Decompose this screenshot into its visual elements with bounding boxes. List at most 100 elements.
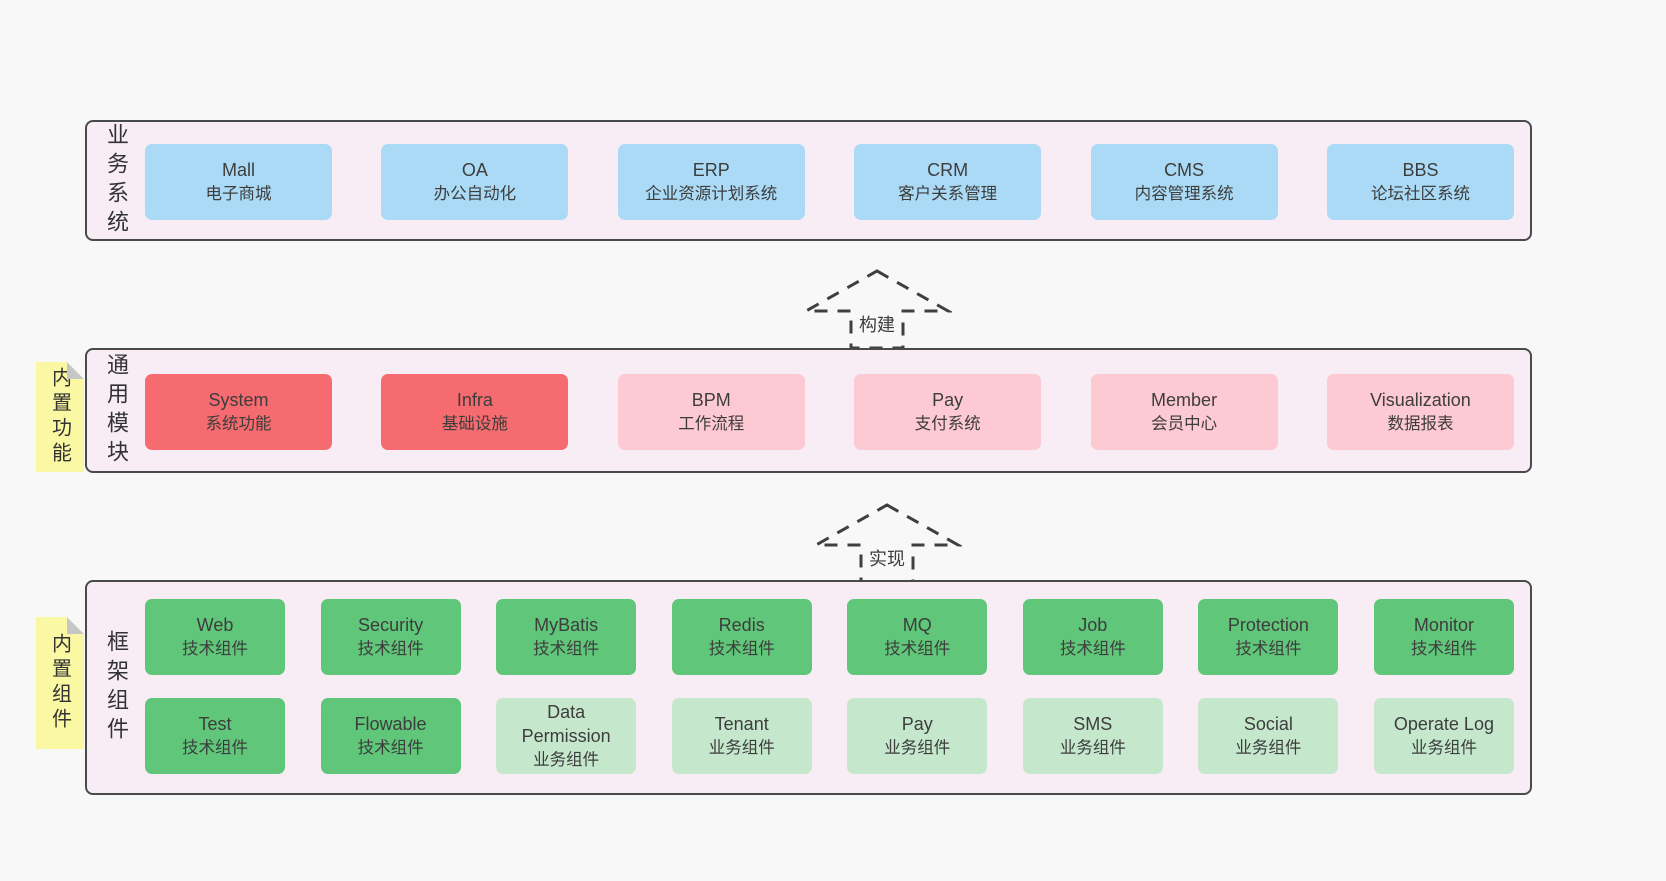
module-desc: 业务组件 [1410,739,1477,757]
module-desc: 技术组件 [182,640,248,658]
box-visualization: Visualization 数据报表 [1326,374,1514,450]
module-name: Member [1151,390,1218,410]
module-desc: 技术组件 [357,739,424,757]
module-desc: 系统功能 [205,415,272,433]
module-desc: 内容管理系统 [1134,185,1234,203]
module-desc: 业务组件 [1059,739,1126,757]
box-member: Member 会员中心 [1090,374,1278,450]
module-desc: 电子商城 [205,185,272,203]
box-pay-module: Pay 支付系统 [854,374,1042,450]
layer-framework-components: 框架组件 Web 技术组件 Security 技术组件 MyBatis 技术组件… [85,580,1532,795]
module-desc: 论坛社区系统 [1370,185,1470,203]
module-name: MQ [902,615,932,635]
box-social: Social 业务组件 [1198,698,1339,774]
box-flowable: Flowable 技术组件 [320,698,461,774]
module-name: BBS [1402,160,1439,180]
sticky-note-text: 内置组件 [48,633,71,733]
framework-components-row-2: Test 技术组件 Flowable 技术组件 Data Permission … [145,698,1514,774]
module-name: Protection [1227,615,1309,635]
dashed-up-arrow-icon [812,503,962,584]
common-modules-row: System 系统功能 Infra 基础设施 BPM 工作流程 Pay 支付系统… [145,374,1514,450]
module-desc: 业务组件 [1235,739,1302,757]
module-name: Job [1078,615,1108,635]
module-desc: 业务组件 [884,739,951,757]
module-desc: 业务组件 [708,739,775,757]
box-erp: ERP 企业资源计划系统 [617,144,805,220]
box-job: Job 技术组件 [1022,599,1163,675]
box-test: Test 技术组件 [145,698,285,774]
module-desc: 办公自动化 [433,185,517,203]
box-infra: Infra 基础设施 [381,374,569,450]
box-data-permission: Data Permission 业务组件 [496,698,637,774]
module-name: Social [1243,714,1293,734]
box-tenant: Tenant 业务组件 [671,698,812,774]
sticky-fold-corner [67,617,84,634]
module-desc: 技术组件 [1059,640,1126,658]
sticky-note-built-in-components: 内置组件 [36,617,84,749]
module-desc: 支付系统 [914,415,981,433]
sticky-fold-corner [67,362,84,379]
module-name: Web [196,615,234,635]
module-desc: 技术组件 [884,640,951,658]
module-name: ERP [692,160,730,180]
layer-label-framework-components: 框架组件 [104,629,129,746]
box-mybatis: MyBatis 技术组件 [496,599,637,675]
box-system: System 系统功能 [145,374,332,450]
layer-label-common-modules: 通用模块 [104,352,129,469]
sticky-note-text: 内置功能 [48,367,71,467]
layer-business-systems: 业务系统 Mall 电子商城 OA 办公自动化 ERP 企业资源计划系统 CRM… [85,120,1532,241]
module-desc: 技术组件 [1235,640,1302,658]
module-name: Operate Log [1393,714,1494,734]
box-operate-log: Operate Log 业务组件 [1373,698,1514,774]
box-monitor: Monitor 技术组件 [1373,599,1514,675]
module-name: BPM [691,390,731,410]
module-desc: 数据报表 [1387,415,1454,433]
module-name: Pay [901,714,933,734]
box-security: Security 技术组件 [320,599,461,675]
module-name: System [208,390,269,410]
box-protection: Protection 技术组件 [1198,599,1339,675]
module-desc: 技术组件 [182,739,248,757]
module-desc: 技术组件 [1410,640,1477,658]
module-name: MyBatis [534,615,599,635]
layer-common-modules: 通用模块 System 系统功能 Infra 基础设施 BPM 工作流程 Pay… [85,348,1532,473]
module-name: Infra [456,390,493,410]
business-systems-row: Mall 电子商城 OA 办公自动化 ERP 企业资源计划系统 CRM 客户关系… [145,144,1514,220]
box-pay-component: Pay 业务组件 [847,698,988,774]
module-name: Test [198,714,232,734]
arrow-label-build: 构建 [859,315,895,335]
module-name: Security [358,615,424,635]
module-name: Mall [221,160,255,180]
module-name: SMS [1073,714,1113,734]
framework-components-row-1: Web 技术组件 Security 技术组件 MyBatis 技术组件 Redi… [145,599,1514,675]
module-desc: 基础设施 [441,415,508,433]
box-sms: SMS 业务组件 [1022,698,1163,774]
module-name: Monitor [1413,615,1474,635]
up-arrow-implement: 实现 [812,500,962,586]
up-arrow-build: 构建 [802,266,952,352]
box-redis: Redis 技术组件 [671,599,812,675]
module-desc: 技术组件 [708,640,775,658]
module-name: Data Permission [521,702,611,746]
module-name: CMS [1164,160,1205,180]
module-desc: 客户关系管理 [898,185,998,203]
box-mall: Mall 电子商城 [145,144,332,220]
module-desc: 会员中心 [1151,415,1218,433]
box-bpm: BPM 工作流程 [617,374,805,450]
box-cms: CMS 内容管理系统 [1090,144,1278,220]
box-mq: MQ 技术组件 [847,599,988,675]
layer-label-business-systems: 业务系统 [104,122,129,239]
module-name: Visualization [1370,390,1471,410]
arrow-label-implement: 实现 [869,549,905,569]
box-web: Web 技术组件 [145,599,285,675]
dashed-up-arrow-icon [802,269,952,350]
module-name: Pay [932,390,964,410]
sticky-note-built-in-features: 内置功能 [36,362,84,472]
module-desc: 企业资源计划系统 [645,185,778,203]
module-name: Tenant [714,714,769,734]
box-crm: CRM 客户关系管理 [854,144,1042,220]
box-oa: OA 办公自动化 [381,144,569,220]
module-desc: 工作流程 [678,415,745,433]
module-desc: 技术组件 [533,640,600,658]
module-desc: 技术组件 [357,640,424,658]
